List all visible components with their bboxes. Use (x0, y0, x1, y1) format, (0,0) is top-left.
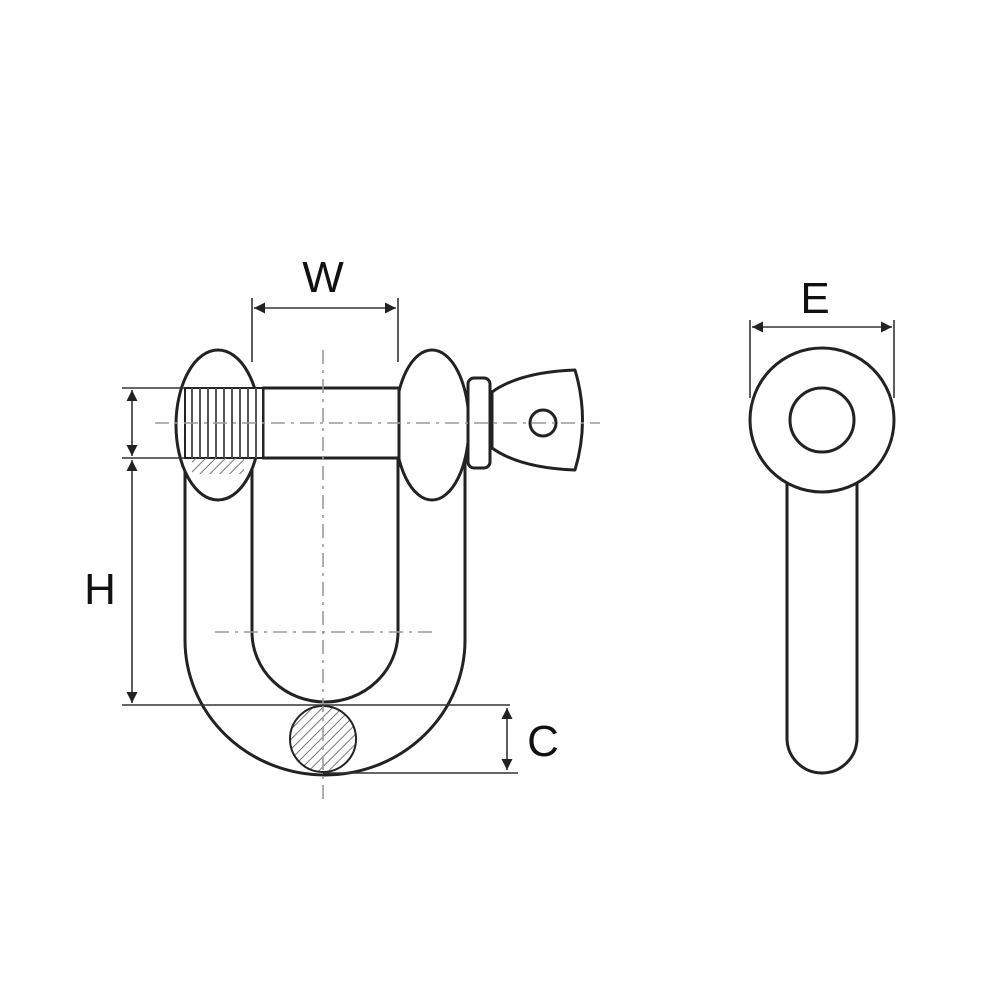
right-ear (393, 348, 471, 502)
dimension-label-w: W (302, 253, 344, 302)
dimension-w: W (251, 253, 399, 362)
dimension-label-e: E (800, 274, 829, 323)
side-view-shank (785, 468, 859, 775)
dimension-label-h: H (84, 565, 116, 614)
dimension-c: C (323, 708, 559, 774)
front-view (155, 348, 600, 800)
dimension-h: H (84, 387, 510, 706)
side-view (748, 346, 896, 775)
side-view-eye-hole (788, 386, 856, 454)
dimension-e: E (749, 274, 895, 398)
shackle-body (183, 438, 467, 777)
dimension-label-c: C (527, 717, 559, 766)
